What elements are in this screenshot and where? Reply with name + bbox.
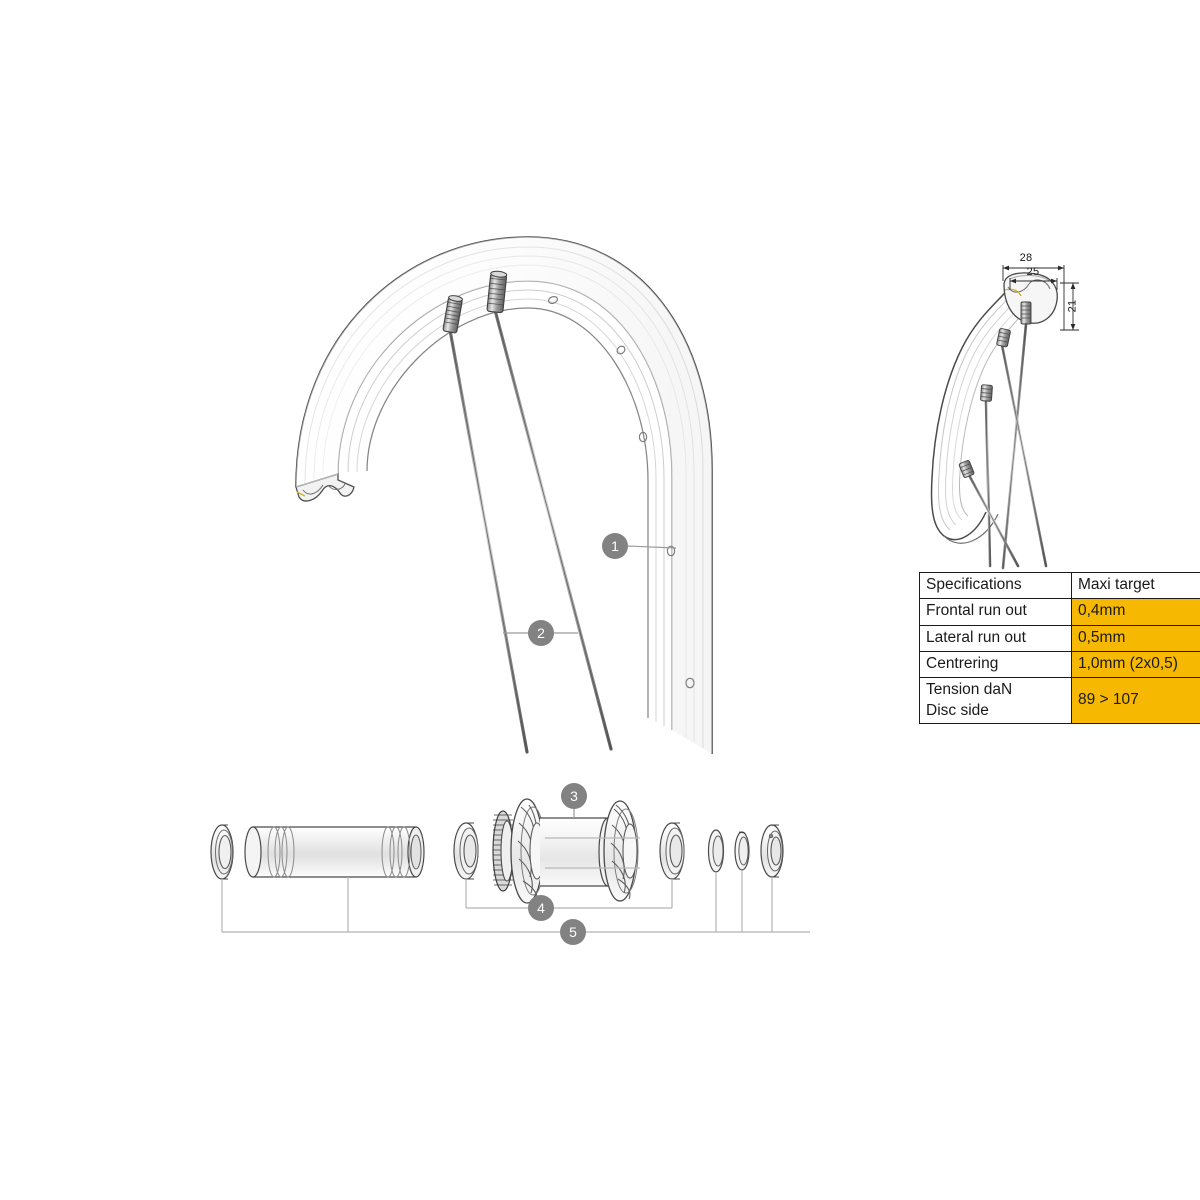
spec-label: Lateral run out [919,624,1072,652]
axle-tube [244,826,425,878]
callout-5[interactable]: 5 [560,919,586,945]
spec-label-tension: Tension daN Disc side [919,677,1072,725]
callout-4[interactable]: 4 [528,895,554,921]
spec-label-line2: Disc side [926,701,989,719]
rim-cross-section-cut [295,473,355,502]
centerlock-ratchet-ring [492,810,514,892]
spoke-nipple [486,270,508,314]
left-end-cap [210,824,234,880]
right-bearing [659,822,685,880]
specification-table: Specifications Maxi target Frontal run o… [919,571,1200,725]
spacer-ring [707,829,725,873]
dim-label-21: 21 [1066,299,1079,313]
spec-header-label: Specifications [919,571,1072,600]
dimension-lines [1002,265,1079,331]
detail-spoke-group [967,322,1048,570]
hub-flange-left [510,798,546,904]
spoke-nipple [442,295,463,334]
spec-row-frontal-run-out: Frontal run out 0,4mm [919,598,1200,626]
spec-header-value: Maxi target [1071,571,1200,600]
spoke-group [448,308,613,754]
dim-label-28: 28 [1019,252,1033,264]
callout-2[interactable]: 2 [528,620,554,646]
hub-barrel [540,817,618,887]
leader-1 [627,545,677,549]
spec-row-lateral-run-out: Lateral run out 0,5mm [919,624,1200,652]
spec-value: 1,0mm (2x0,5) [1071,650,1200,679]
callout-1[interactable]: 1 [602,533,628,559]
spec-value: 0,5mm [1071,624,1200,652]
detail-cross-section [1003,272,1058,325]
callout-leaders [503,545,677,634]
hub-flange-right [603,800,639,902]
hub-callout-leaders [221,796,810,933]
circlip [734,831,750,871]
detail-spoke-nipple-group [958,328,1011,478]
spec-row-centrering: Centrering 1,0mm (2x0,5) [919,650,1200,679]
dim-label-25: 25 [1026,266,1040,278]
spec-value: 89 > 107 [1071,677,1200,725]
right-end-cap [760,824,784,878]
callout-3[interactable]: 3 [561,783,587,809]
spec-value: 0,4mm [1071,598,1200,626]
spec-label-line1: Tension daN [926,681,1013,699]
spec-label: Frontal run out [919,598,1072,626]
left-bearing [453,822,479,880]
rim-spoke-holes [547,296,695,689]
spec-header-row: Specifications Maxi target [919,571,1200,600]
spec-label: Centrering [919,650,1072,679]
spec-row-tension: Tension daN Disc side 89 > 107 [919,677,1200,725]
spoke-nipple-group [442,270,508,334]
